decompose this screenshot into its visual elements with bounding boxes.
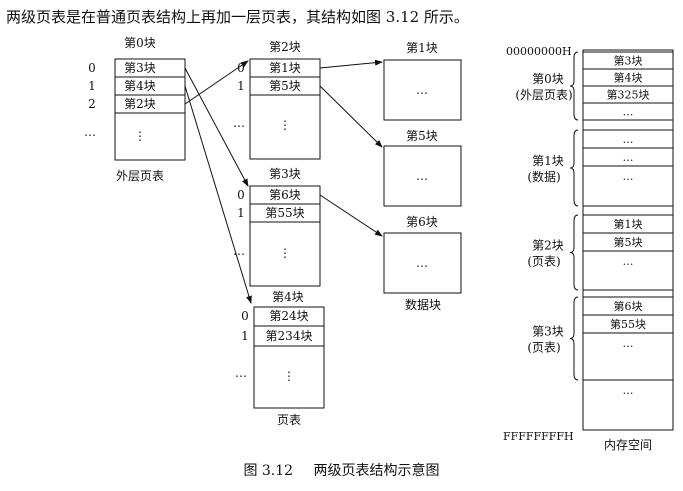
memory-groups: 第0块 (外层页表) 第1块(数据) 第2块 (页表) 第3块 (页表) — [515, 51, 579, 381]
data-block-6-content: … — [416, 256, 428, 270]
memory-cell — [582, 250, 674, 291]
memory-cell — [582, 102, 674, 121]
page-table-2-index-1: 1 — [237, 79, 245, 93]
page-table-2-ellipsis: ⋮ — [279, 118, 291, 132]
page-table-3-ellipsis: ⋮ — [279, 246, 291, 260]
memory-group-name: 第0块 — [532, 72, 564, 86]
memory-group-type: (页表) — [527, 341, 560, 355]
page-table-2-header: 第2块 — [269, 40, 301, 54]
memory-group-type: (数据) — [527, 169, 560, 184]
outer-table-cell-1: 第4块 — [124, 79, 156, 93]
outer-table-index-ellipsis: … — [84, 125, 96, 139]
page-table-3-cell-0: 第6块 — [269, 188, 301, 202]
outer-table-label: 外层页表 — [116, 169, 164, 183]
page-tables-label: 页表 — [277, 413, 301, 427]
memory-cell — [582, 165, 674, 207]
memory-group-brace — [569, 214, 579, 291]
outer-table-header: 第0块 — [124, 36, 156, 50]
page-table-4-index-ellipsis: … — [235, 366, 247, 380]
data-block-1-content: … — [416, 83, 428, 97]
outer-table-ellipsis: ⋮ — [134, 129, 146, 143]
arrow-outer-0-to-block-3 — [184, 67, 249, 187]
page-table-2-cell-1: 第5块 — [269, 79, 301, 93]
memory-group-brace — [569, 129, 579, 207]
memory-group-brace — [569, 51, 579, 121]
memory-group-name: 第3块 — [532, 325, 564, 339]
arrow-outer-1-to-block-4 — [184, 85, 252, 304]
outer-table-index-1: 1 — [88, 79, 96, 93]
memory-space: 00000000H FFFFFFFFH 内存空间 第3块第4块第325块…………… — [503, 45, 674, 452]
memory-cell-label: 第4块 — [614, 71, 643, 85]
data-block-1-header: 第1块 — [406, 41, 438, 55]
memory-end-address: FFFFFFFFH — [503, 430, 574, 443]
memory-cell-label: 第325块 — [607, 88, 650, 102]
arrow-outer-2-to-block-2 — [184, 60, 249, 105]
page-table-3-header: 第3块 — [269, 167, 301, 181]
memory-cell-label: 第1块 — [614, 217, 643, 231]
data-block-1: 第1块 … — [383, 41, 462, 121]
page-table-4-ellipsis: ⋮ — [283, 369, 295, 383]
memory-start-address: 00000000H — [506, 45, 572, 58]
page-table-4-cell-1: 第234块 — [266, 329, 313, 343]
arrow-pt2-1-to-data-5 — [319, 85, 383, 148]
memory-cell-label: … — [623, 106, 634, 119]
outer-table-index-0: 0 — [88, 61, 96, 75]
page-table-block-3: 第3块 第6块 第55块 ⋮ 0 1 … — [233, 167, 321, 287]
memory-group-type: (外层页表) — [515, 88, 572, 102]
data-block-5-content: … — [416, 169, 428, 183]
memory-group-name: 第2块 — [532, 239, 564, 253]
page-table-3-index-1: 1 — [237, 206, 245, 220]
memory-cell-label: 第55块 — [610, 317, 646, 331]
page-table-3-index-0: 0 — [237, 188, 245, 202]
data-block-5-header: 第5块 — [406, 129, 438, 143]
outer-table-cell-0: 第3块 — [124, 61, 156, 75]
memory-cell-label: … — [623, 151, 634, 164]
page-table-3-cell-1: 第55块 — [265, 206, 304, 220]
page-table-block-2: 第2块 第1块 第5块 ⋮ 0 1 … — [233, 40, 321, 160]
memory-cell-label: … — [623, 337, 634, 350]
data-blocks-label: 数据块 — [405, 297, 441, 312]
data-block-5: 第5块 … — [383, 129, 462, 207]
outer-table-index-2: 2 — [88, 97, 96, 111]
page-table-4-index-1: 1 — [241, 329, 249, 343]
memory-cell-label: 第5块 — [614, 235, 643, 249]
memory-cell-label: … — [623, 255, 634, 268]
page-table-block-4: 第4块 第24块 第234块 ⋮ 0 1 … — [235, 290, 325, 409]
page-table-2-cell-0: 第1块 — [269, 61, 301, 75]
memory-cell-label: 第3块 — [614, 54, 643, 68]
page-table-2-index-0: 0 — [237, 61, 245, 75]
arrow-pt2-0-to-data-1 — [319, 59, 383, 69]
memory-cell-label: … — [623, 133, 634, 146]
memory-cell-label: … — [623, 170, 634, 183]
figure-number: 图 3.12 — [243, 463, 294, 479]
intro-text: 两级页表是在普通页表结构上再加一层页表，其结构如图 3.12 所示。 — [6, 8, 469, 26]
data-block-6-header: 第6块 — [406, 215, 438, 229]
memory-cell-label: … — [623, 384, 634, 397]
page-table-4-index-0: 0 — [241, 309, 249, 323]
page-table-4-header: 第4块 — [272, 290, 304, 304]
outer-page-table: 第0块 第3块 第4块 第2块 ⋮ 0 1 2 … 外层页表 — [84, 36, 186, 183]
page-table-4-cell-0: 第24块 — [269, 309, 308, 323]
figure-caption: 图 3.12 两级页表结构示意图 — [0, 460, 683, 480]
memory-group-type: (页表) — [527, 255, 560, 269]
pointer-arrows — [184, 59, 383, 304]
outer-table-cell-2: 第2块 — [124, 97, 156, 111]
memory-group-name: 第1块 — [532, 154, 564, 168]
memory-space-label: 内存空间 — [604, 438, 652, 452]
memory-group-brace — [569, 296, 579, 381]
memory-cell-label: 第6块 — [614, 299, 643, 313]
memory-cell — [582, 379, 674, 431]
figure-title: 两级页表结构示意图 — [313, 463, 440, 479]
arrow-pt3-0-to-data-6 — [319, 194, 383, 237]
data-block-6: 第6块 … — [383, 215, 462, 294]
page-table-2-index-ellipsis: … — [233, 116, 245, 130]
